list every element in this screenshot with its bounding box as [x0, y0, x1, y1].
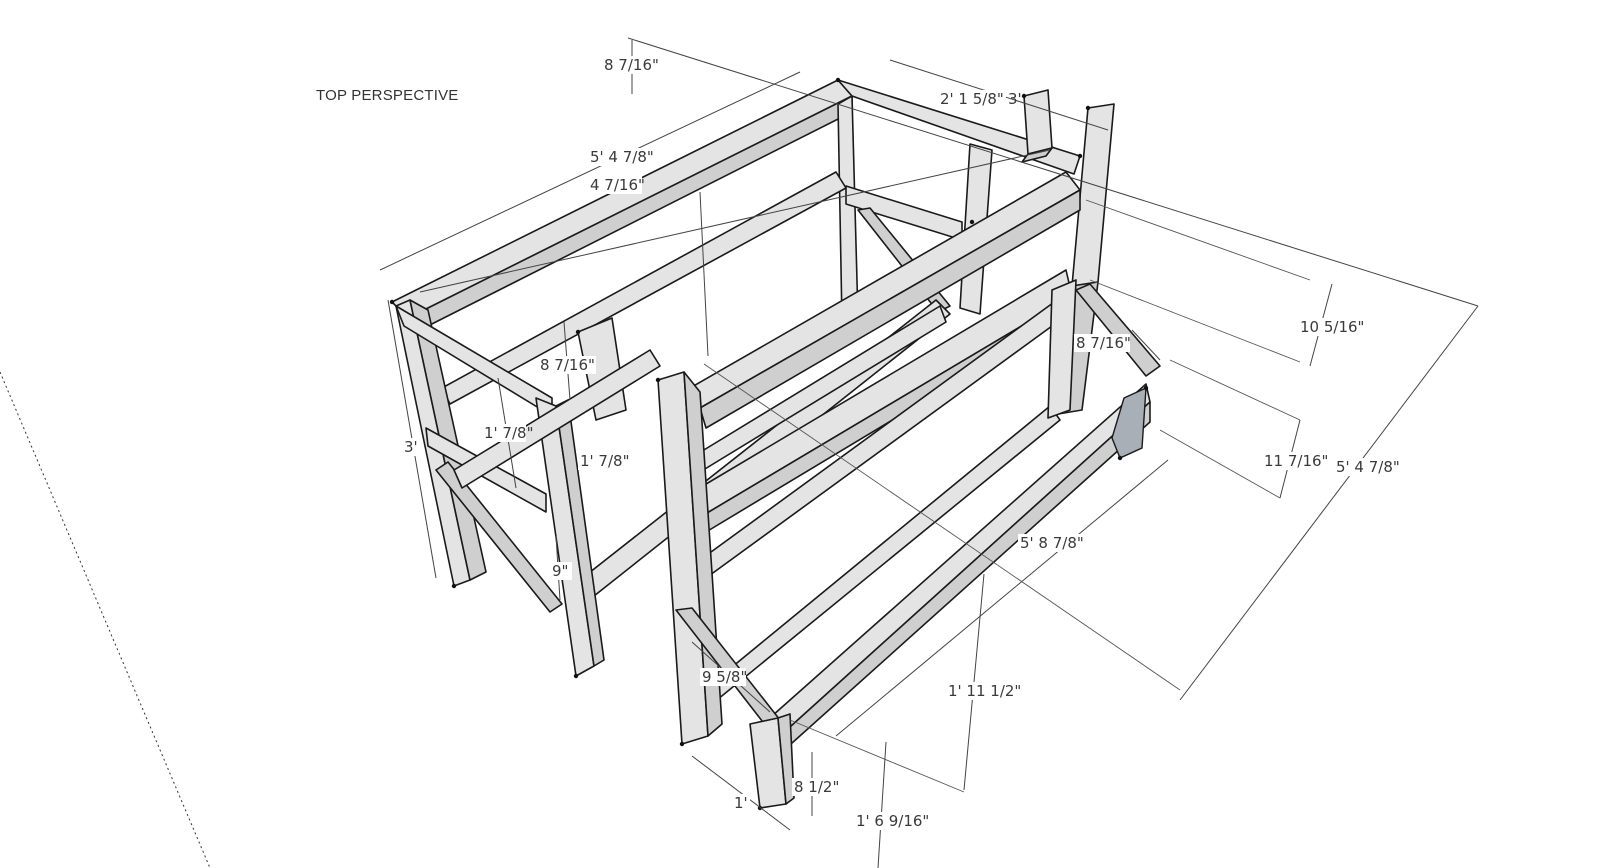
dim-rail-offset: 4 7/16": [590, 176, 645, 194]
section-guide-line: [0, 371, 211, 868]
dimension-labels: 8 7/16" 2' 1 5/8" 3' 5' 4 7/8" 4 7/16" 3…: [402, 56, 1400, 830]
view-title: TOP PERSPECTIVE: [316, 87, 459, 104]
dim-left-rail-gap: 1' 7/8": [484, 424, 533, 442]
dim-front-foot: 8 1/2": [794, 778, 839, 796]
dim-left-rail-gap-2: 1' 7/8": [580, 452, 629, 470]
right-front-frame[interactable]: [657, 171, 1161, 809]
left-brace: [435, 461, 563, 613]
right-back-post: [1047, 279, 1077, 419]
left-back-frame[interactable]: [391, 79, 1081, 677]
dim-right-brace: 8 7/16": [1076, 334, 1131, 352]
top-post-a: [1023, 89, 1053, 155]
dim-left-post-height: 3': [404, 438, 418, 456]
dim-front-bench-height: 1' 6 9/16": [856, 812, 929, 830]
dim-front-brace: 9 5/8": [702, 668, 747, 686]
front-short-post-side: [777, 713, 795, 805]
dim-top-span: 3': [1008, 90, 1022, 108]
dim-left-upper-height: 8 7/16": [540, 356, 595, 374]
front-top-rail-side: [699, 189, 1081, 429]
dim-bench-length: 5' 8 7/8": [1020, 534, 1084, 552]
dim-top-height: 8 7/16": [604, 56, 659, 74]
dim-left-lower: 9": [552, 562, 568, 580]
dim-right-top-gap: 10 5/16": [1300, 318, 1364, 336]
top-back-cross-rail: [837, 79, 1081, 175]
dim-right-mid-gap: 11 7/16": [1264, 452, 1328, 470]
dim-right-overall: 5' 4 7/8": [1336, 458, 1400, 476]
vertex-markers: [389, 77, 1149, 811]
left-lower-rail: [453, 349, 661, 489]
dim-front-depth: 1': [734, 794, 748, 812]
back-left-post: [837, 95, 859, 323]
bench-end-block: [1111, 386, 1147, 459]
dim-top-rail-length: 5' 4 7/8": [590, 148, 654, 166]
dim-front-height: 1' 11 1/2": [948, 682, 1021, 700]
dim-top-width: 2' 1 5/8": [940, 90, 1004, 108]
